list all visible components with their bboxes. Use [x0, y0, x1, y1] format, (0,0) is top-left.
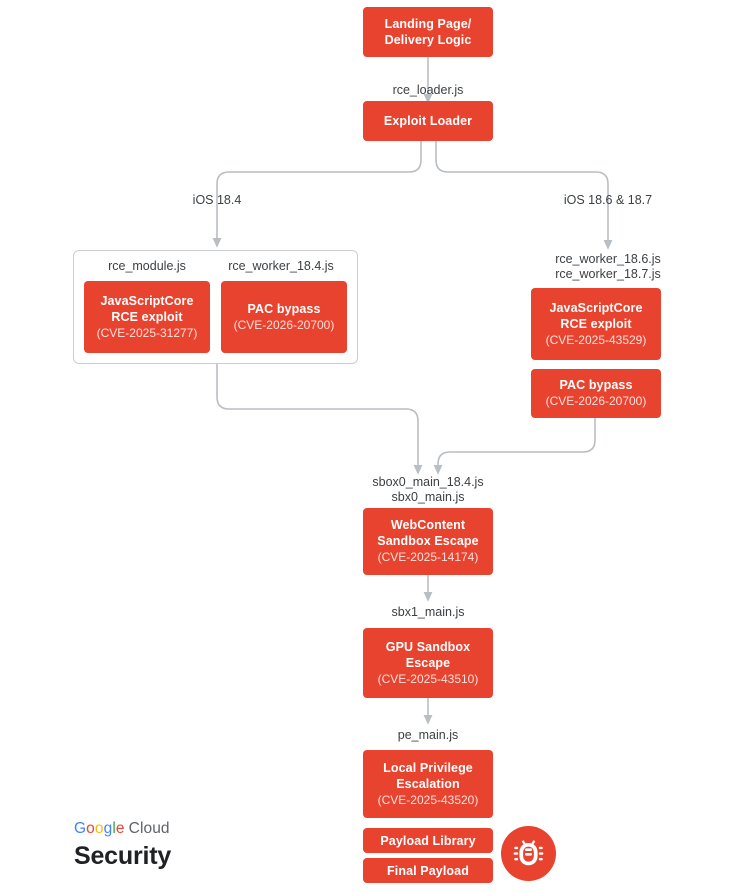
node-gpu-sandbox-escape[interactable]: GPU Sandbox Escape (CVE-2025-43510) — [363, 628, 493, 698]
edge-label-rce-worker-18-6-18-7: rce_worker_18.6.js rce_worker_18.7.js — [555, 252, 661, 282]
node-payload-library[interactable]: Payload Library — [363, 828, 493, 853]
node-landing-page[interactable]: Landing Page/ Delivery Logic — [363, 7, 493, 57]
logo-google-letter: g — [103, 820, 113, 837]
node-pac-bypass-18-4-cve: (CVE-2026-20700) — [233, 317, 335, 332]
node-local-privilege-escalation-title: Local Privilege Escalation — [383, 760, 473, 791]
logo-cloud-text: Cloud — [128, 820, 170, 837]
node-javascriptcore-rce-18-6-cve: (CVE-2025-43529) — [545, 332, 647, 347]
node-exploit-loader[interactable]: Exploit Loader — [363, 101, 493, 141]
node-local-privilege-escalation-cve: (CVE-2025-43520) — [377, 792, 479, 807]
node-landing-page-title: Landing Page/ Delivery Logic — [384, 17, 472, 47]
edge-label-ios-18-6-18-7: iOS 18.6 & 18.7 — [563, 193, 653, 207]
logo-google-letter: G — [74, 820, 87, 837]
node-javascriptcore-rce-18-6-title: JavaScriptCore RCE exploit — [549, 300, 643, 331]
node-local-privilege-escalation[interactable]: Local Privilege Escalation (CVE-2025-435… — [363, 750, 493, 818]
edge-label-ios-18-4: iOS 18.4 — [192, 193, 242, 207]
node-javascriptcore-rce-18-4-title: JavaScriptCore RCE exploit — [100, 293, 194, 324]
node-pac-bypass-18-6-cve: (CVE-2026-20700) — [545, 394, 647, 409]
node-pac-bypass-18-4-title: PAC bypass — [247, 301, 321, 316]
node-webcontent-sandbox-escape-title: WebContent Sandbox Escape — [377, 518, 479, 549]
node-javascriptcore-rce-18-4[interactable]: JavaScriptCore RCE exploit (CVE-2025-312… — [84, 281, 210, 353]
logo-product-name: Security — [74, 842, 172, 870]
logo-google-wordmark: Google — [74, 820, 125, 837]
logo-google-letter: o — [94, 820, 104, 837]
node-final-payload[interactable]: Final Payload — [363, 858, 493, 883]
edge-label-sbx1-file: sbx1_main.js — [391, 605, 465, 619]
logo-google-letter: o — [86, 820, 95, 837]
logo-google-letter: e — [115, 820, 125, 837]
edge-label-rce-worker-18-4: rce_worker_18.4.js — [228, 259, 334, 273]
logo-google-letter: l — [112, 820, 116, 837]
node-webcontent-sandbox-escape[interactable]: WebContent Sandbox Escape (CVE-2025-1417… — [363, 508, 493, 575]
node-final-payload-title: Final Payload — [387, 863, 469, 878]
node-webcontent-sandbox-escape-cve: (CVE-2025-14174) — [377, 550, 479, 565]
node-pac-bypass-18-4[interactable]: PAC bypass (CVE-2026-20700) — [221, 281, 347, 353]
node-gpu-sandbox-escape-cve: (CVE-2025-43510) — [377, 671, 479, 686]
node-javascriptcore-rce-18-6[interactable]: JavaScriptCore RCE exploit (CVE-2025-435… — [531, 288, 661, 360]
node-exploit-loader-title: Exploit Loader — [383, 114, 473, 128]
bug-icon-badge — [501, 826, 556, 881]
edge-label-pe-file: pe_main.js — [397, 728, 459, 742]
edge-label-rce-loader: rce_loader.js — [392, 83, 464, 97]
node-pac-bypass-18-6[interactable]: PAC bypass (CVE-2026-20700) — [531, 369, 661, 418]
edge-label-rce-module: rce_module.js — [108, 259, 186, 273]
node-gpu-sandbox-escape-title: GPU Sandbox Escape — [385, 639, 471, 670]
node-javascriptcore-rce-18-4-cve: (CVE-2025-31277) — [96, 325, 198, 340]
node-payload-library-title: Payload Library — [380, 833, 476, 848]
node-pac-bypass-18-6-title: PAC bypass — [559, 378, 633, 393]
bug-icon — [513, 840, 544, 866]
edge-label-sbox0-files: sbox0_main_18.4.js sbx0_main.js — [372, 475, 484, 505]
